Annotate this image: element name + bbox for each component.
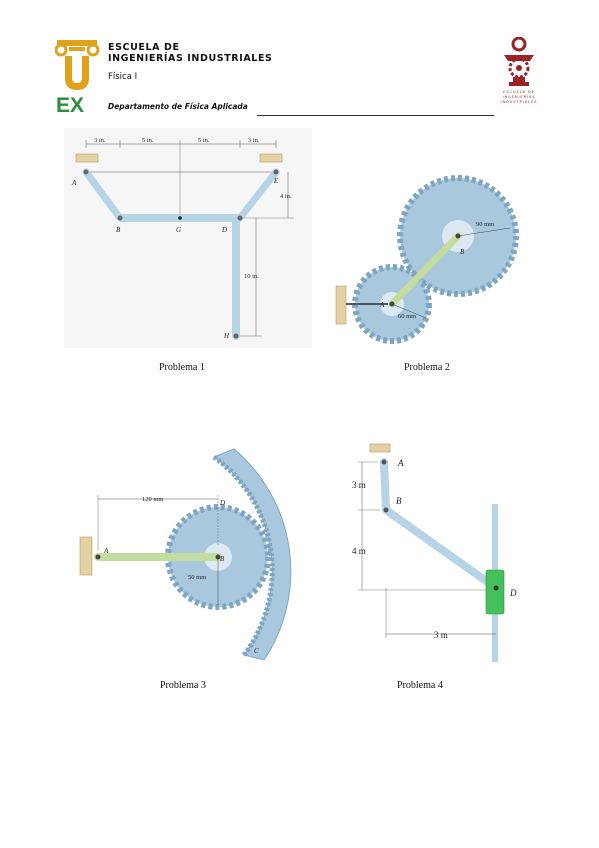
dim-3in-left: 3 in.: [94, 137, 106, 144]
point-B: B: [116, 226, 121, 234]
figure-problem-2: 90 mm 60 mm A B: [335, 175, 519, 344]
dim-50mm: 50 mm: [188, 574, 206, 581]
point-A: A: [397, 458, 404, 468]
dim-3m-vertical: 3 m: [352, 480, 366, 490]
point-A: A: [103, 547, 109, 555]
uex-logo: EX: [55, 40, 100, 116]
figure-problem-3: 120 mm 50 mm A B D C: [79, 448, 292, 660]
figure-problem-1: 3 in. 5 in. 5 in. 3 in. 4 in. 10 in. A B…: [64, 128, 312, 348]
figure-problem-4: 3 m 4 m 3 m A B D: [352, 443, 517, 662]
school-name-line1: ESCUELA DE: [108, 42, 180, 53]
point-H: H: [223, 332, 230, 340]
dim-3m-horizontal: 3 m: [434, 630, 448, 640]
logo-letters: EX: [56, 94, 84, 116]
point-D: D: [221, 226, 227, 234]
seal-line-2: INGENIERÍAS: [502, 95, 536, 99]
dim-10in: 10 in.: [244, 273, 259, 280]
seal-line-1: ESCUELA DE: [503, 90, 535, 94]
point-D: D: [509, 588, 517, 598]
dim-60mm: 60 mm: [398, 313, 416, 320]
point-E: E: [273, 177, 279, 185]
point-C: C: [254, 647, 259, 655]
dim-4in: 4 in.: [280, 193, 292, 200]
point-A: A: [379, 301, 385, 309]
header-rule: [257, 115, 494, 116]
course-name: Física I: [108, 72, 138, 82]
dim-120mm: 120 mm: [142, 496, 164, 503]
point-D: D: [219, 499, 225, 507]
dim-90mm: 90 mm: [476, 221, 494, 228]
caption-problem-2: Problema 2: [404, 362, 450, 373]
point-G: G: [176, 226, 181, 234]
header: EX ESCUELA DE INGENIERÍAS INDUSTRIALES F…: [0, 0, 599, 120]
caption-problem-1: Problema 1: [159, 362, 205, 373]
caption-problem-4: Problema 4: [397, 680, 443, 691]
dim-5in-left: 5 in.: [142, 137, 154, 144]
point-B: B: [396, 496, 402, 506]
seal-line-3: INDUSTRIALES: [500, 100, 538, 104]
school-seal-icon: [504, 37, 534, 86]
dim-4m-vertical: 4 m: [352, 546, 366, 556]
point-B: B: [460, 248, 465, 256]
dim-3in-right: 3 in.: [248, 137, 260, 144]
dim-5in-right: 5 in.: [198, 137, 210, 144]
point-A: A: [71, 179, 77, 187]
school-name-line2: INGENIERÍAS INDUSTRIALES: [108, 53, 273, 64]
caption-problem-3: Problema 3: [160, 680, 206, 691]
seal-caption: ESCUELA DE INGENIERÍAS INDUSTRIALES: [492, 90, 546, 105]
point-B: B: [220, 555, 225, 563]
department-name: Departamento de Física Aplicada: [108, 102, 248, 111]
